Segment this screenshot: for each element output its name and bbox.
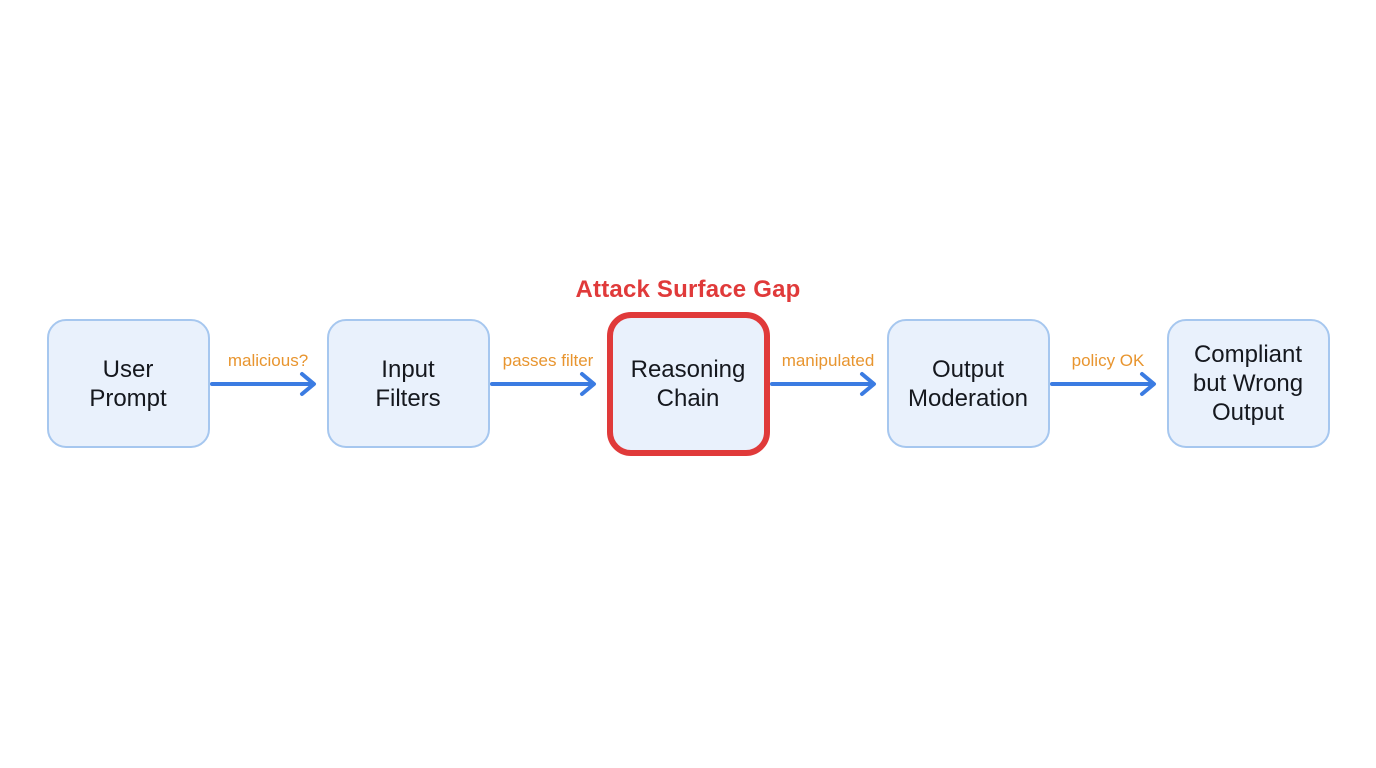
edge-label-manipulated: manipulated: [781, 350, 875, 370]
edge-policy-ok: policy OK: [1049, 309, 1167, 438]
arrow-right-icon: [489, 371, 596, 396]
edge-manipulated: manipulated: [769, 309, 887, 438]
edge-label-policy-ok: policy OK: [1071, 350, 1145, 370]
edge-label-passes-filter: passes filter: [502, 350, 594, 370]
node-compliant-but-wrong-output: Compliant but Wrong Output: [1166, 319, 1330, 448]
arrow-right-icon: [209, 371, 316, 396]
edge-passes-filter: passes filter: [489, 309, 607, 438]
node-output-moderation: Output Moderation: [886, 319, 1050, 448]
node-user-prompt: User Prompt: [46, 319, 210, 448]
node-reasoning-chain: Reasoning Chain: [606, 311, 770, 456]
edge-label-malicious: malicious?: [227, 350, 309, 370]
attack-surface-gap-title: Attack Surface Gap: [575, 276, 801, 303]
arrow-right-icon: [769, 371, 876, 396]
node-input-filters: Input Filters: [326, 319, 490, 448]
arrow-right-icon: [1049, 371, 1156, 396]
edge-malicious: malicious?: [209, 309, 327, 438]
flowchart-row: User Prompt malicious? Input Filters pas…: [0, 311, 1376, 456]
